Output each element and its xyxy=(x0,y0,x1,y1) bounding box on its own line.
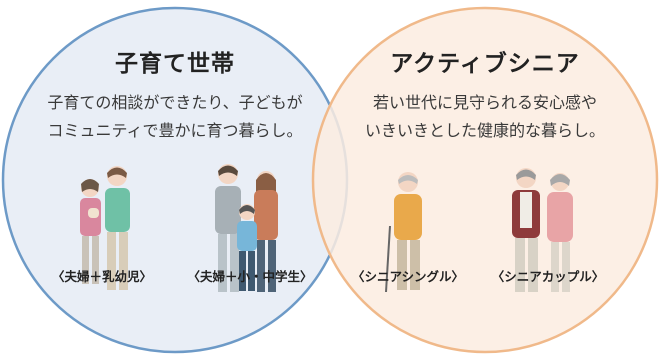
caption-couple-school: 〈夫婦＋小・中学生〉 xyxy=(187,269,313,284)
right-desc-line1: 若い世代に見守られる安心感や xyxy=(372,93,597,112)
right-title: アクティブシニア xyxy=(390,51,580,77)
family-infant-illustration xyxy=(80,166,130,290)
family-school-illustration xyxy=(215,164,278,292)
senior-single-illustration xyxy=(385,172,422,293)
senior-couple-illustration xyxy=(512,168,573,292)
caption-senior-couple: 〈シニアカップル〉 xyxy=(491,269,605,284)
left-desc-line2: コミュニティで豊かに育つ暮らし。 xyxy=(47,121,303,140)
left-title: 子育て世帯 xyxy=(115,51,235,77)
caption-couple-infant: 〈夫婦＋乳幼児〉 xyxy=(51,269,152,284)
left-desc-line1: 子育ての相談ができたり、子どもが xyxy=(47,93,303,112)
caption-senior-single: 〈シニアシングル〉 xyxy=(351,269,464,284)
right-desc-line2: いきいきとした健康的な暮らし。 xyxy=(364,121,605,140)
